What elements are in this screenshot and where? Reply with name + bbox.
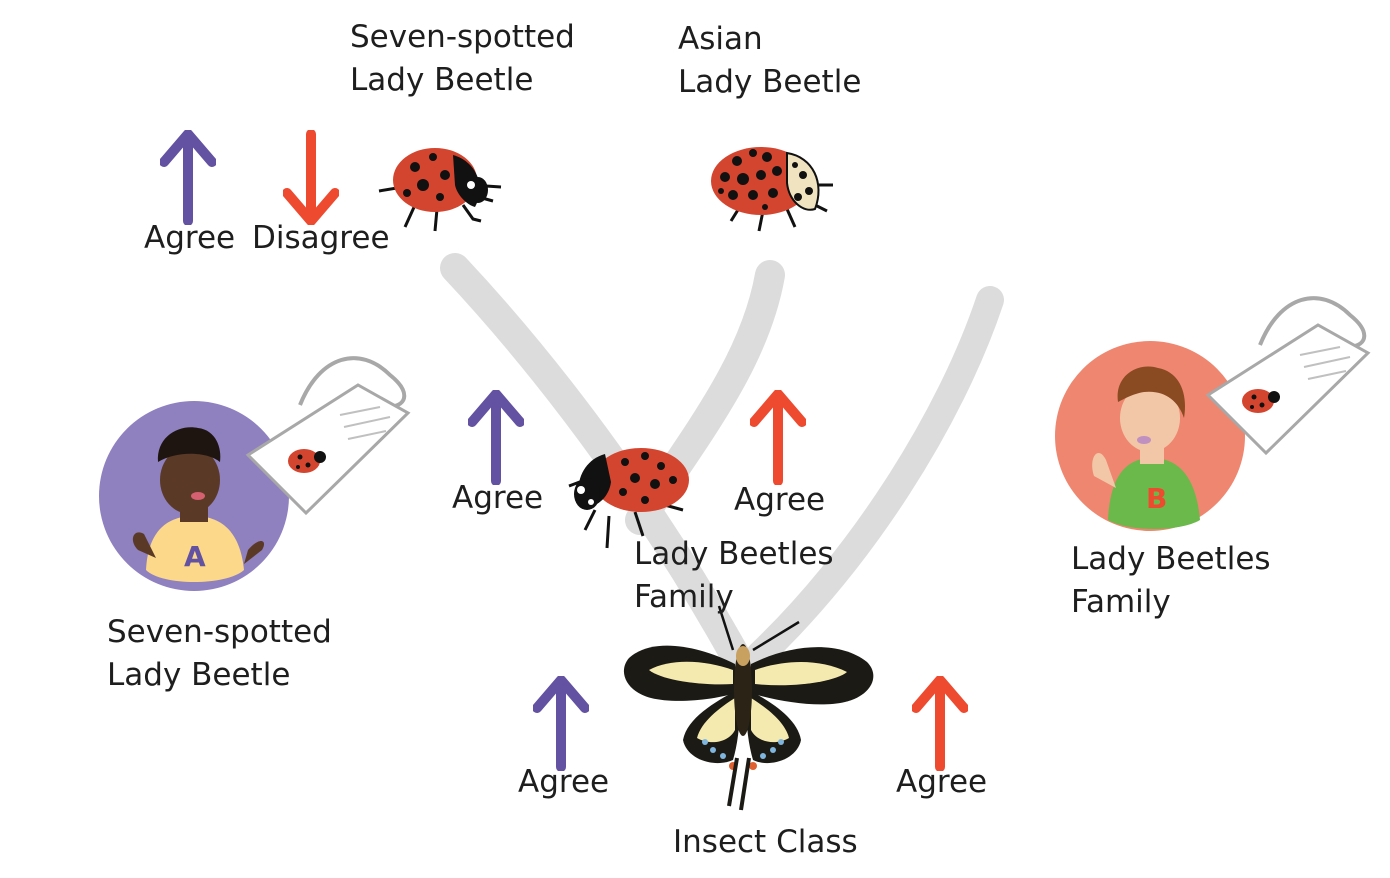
ladybug-icon [568, 448, 689, 549]
student-b-guess: Lady Beetles Family [1071, 538, 1271, 624]
guess-line: Seven-spotted [107, 614, 332, 650]
taxon-label-family: Lady Beetles Family [634, 533, 834, 619]
butterfly-icon [623, 605, 874, 811]
vote-label-agree: Agree [896, 764, 988, 800]
taxon-label-insect: Insect Class [673, 824, 858, 860]
guess-line: Family [1071, 584, 1171, 620]
student-avatar-icon [99, 401, 289, 591]
vote-label-agree: Agree [144, 220, 236, 256]
taxon-label-line: Seven-spotted [350, 19, 575, 55]
vote-label-agree: Agree [734, 482, 826, 518]
guess-line: Lady Beetles [1071, 541, 1271, 577]
specimen-tag-icon [245, 356, 411, 516]
specimen-tag-icon [1205, 296, 1371, 456]
taxon-label-seven-spotted: Seven-spotted Lady Beetle [350, 16, 575, 102]
arrow-up-icon [750, 390, 806, 485]
arrow-up-icon [912, 676, 968, 771]
arrow-up-icon [468, 390, 524, 485]
vote-label-disagree: Disagree [252, 220, 390, 256]
tree-branch-seven-spotted [440, 253, 750, 670]
vote-label-agree: Agree [518, 764, 610, 800]
student-b-letter: B [1146, 482, 1168, 515]
taxon-label-line: Lady Beetle [350, 62, 534, 98]
taxon-label-line: Family [634, 579, 734, 615]
arrow-up-icon [160, 130, 216, 225]
student-a-letter: A [184, 540, 206, 573]
ladybug-icon [711, 147, 833, 232]
tree-branch-outgroup [746, 286, 1004, 669]
taxon-label-line: Lady Beetles [634, 536, 834, 572]
taxon-label-asian: Asian Lady Beetle [678, 18, 861, 104]
student-a-guess: Seven-spotted Lady Beetle [107, 611, 332, 697]
taxon-label-line: Asian [678, 21, 763, 57]
vote-label-agree: Agree [452, 480, 544, 516]
ladybug-icon [378, 148, 502, 232]
arrow-up-icon [533, 676, 589, 771]
guess-line: Lady Beetle [107, 657, 291, 693]
student-avatar-icon [1055, 341, 1245, 531]
taxon-label-line: Lady Beetle [678, 64, 862, 100]
arrow-down-icon [283, 130, 339, 225]
